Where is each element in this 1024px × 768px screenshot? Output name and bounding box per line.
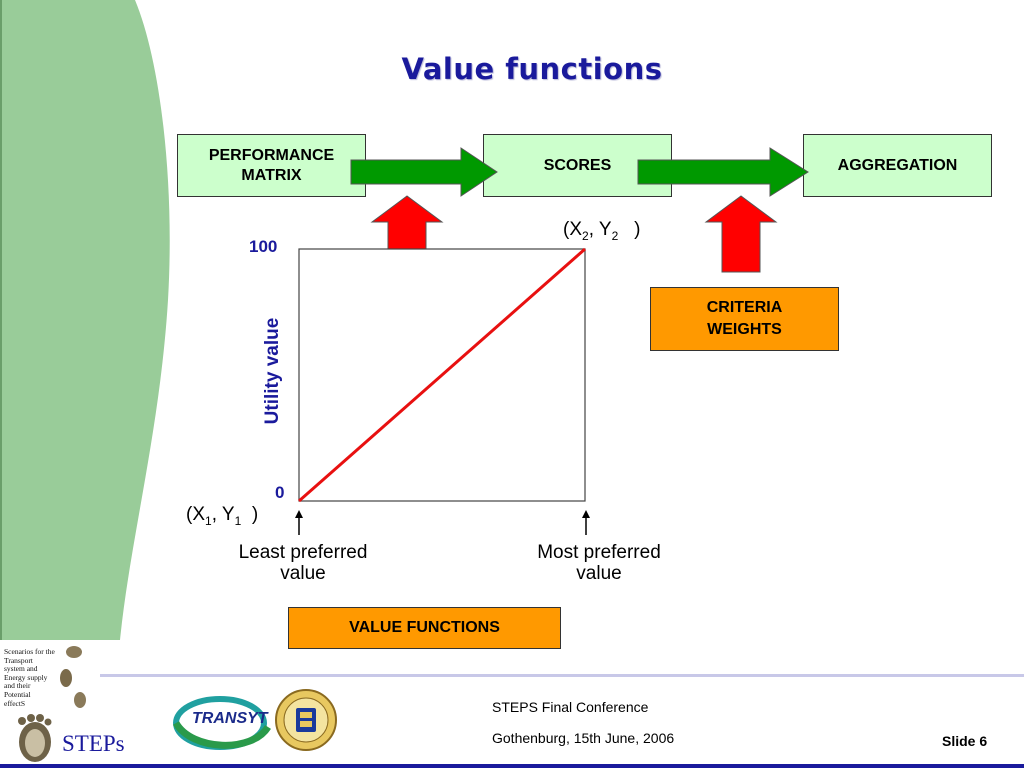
y-axis-label: Utility value <box>262 317 283 425</box>
point-end-x: X <box>569 219 583 240</box>
most-preferred-line1: Most preferred <box>537 542 661 563</box>
steps-footprint-icon <box>18 714 52 762</box>
y-max-label: 100 <box>249 237 278 256</box>
tagline-line-5: and their <box>4 681 31 691</box>
steps-tagline: Scenarios for the Transport system and E… <box>4 647 64 708</box>
scores-label: SCORES <box>543 156 612 174</box>
point-start-x-sub: 1 <box>205 513 212 528</box>
performance-matrix-box: PERFORMANCE MATRIX <box>177 134 366 197</box>
point-start-label: (X1, Y1 ) <box>186 504 259 528</box>
tagline-line-2: Transport <box>4 655 33 665</box>
value-function-line <box>298 247 586 503</box>
least-preferred-line1: Least preferred <box>238 542 368 563</box>
point-end-x-sub: 2 <box>582 228 589 243</box>
point-end-label: (X2, Y2 ) <box>563 219 641 243</box>
criteria-weights-box: CRITERIA WEIGHTS <box>650 287 839 351</box>
point-start-y-sub: 1 <box>234 513 242 528</box>
transyt-logo-text: TRANSYT <box>192 710 268 727</box>
aggregation-label: AGGREGATION <box>837 156 958 174</box>
least-preferred-label: Least preferred value <box>213 542 393 584</box>
point-end-y: Y <box>598 219 612 240</box>
slide-title: Value functions <box>401 52 663 86</box>
point-end-y-sub: 2 <box>611 228 619 243</box>
steps-logo-text: STEPs <box>62 731 125 756</box>
most-preferred-arrow <box>582 510 590 535</box>
point-start-x: X <box>192 504 206 525</box>
performance-matrix-label: PERFORMANCE MATRIX <box>208 146 335 184</box>
green-arrow-2 <box>637 147 809 197</box>
red-arrow-weights <box>704 195 778 273</box>
y-min-label: 0 <box>275 483 285 502</box>
value-functions-label: VALUE FUNCTIONS <box>349 619 500 636</box>
criteria-weights-label: CRITERIA WEIGHTS <box>706 299 783 338</box>
tagline-line-1: Scenarios for the <box>4 647 55 656</box>
tagline-line-7: effectS <box>4 698 26 708</box>
value-functions-box: VALUE FUNCTIONS <box>288 607 561 649</box>
tagline-line-3: system and <box>4 664 38 674</box>
sidebar-decoration <box>0 0 170 640</box>
transyt-logo <box>172 696 271 750</box>
aggregation-box: AGGREGATION <box>803 134 992 197</box>
point-start-y: Y <box>221 504 235 525</box>
footer-divider <box>100 674 1024 677</box>
green-arrow-1 <box>350 147 498 197</box>
least-preferred-line2: value <box>280 563 326 584</box>
university-seal-logo <box>275 689 337 751</box>
slide-number: Slide 6 <box>942 733 988 749</box>
least-preferred-arrow <box>295 510 303 535</box>
most-preferred-line2: value <box>576 563 622 584</box>
tagline-line-4: Energy supply <box>4 672 48 682</box>
conference-name: STEPS Final Conference <box>492 699 649 715</box>
footprints-icon <box>60 646 86 708</box>
conference-date-place: Gothenburg, 15th June, 2006 <box>492 730 675 746</box>
tagline-line-6: Potential <box>4 689 31 699</box>
most-preferred-label: Most preferred value <box>509 542 689 584</box>
bottom-border <box>0 764 1024 768</box>
value-function-chart <box>298 247 586 503</box>
